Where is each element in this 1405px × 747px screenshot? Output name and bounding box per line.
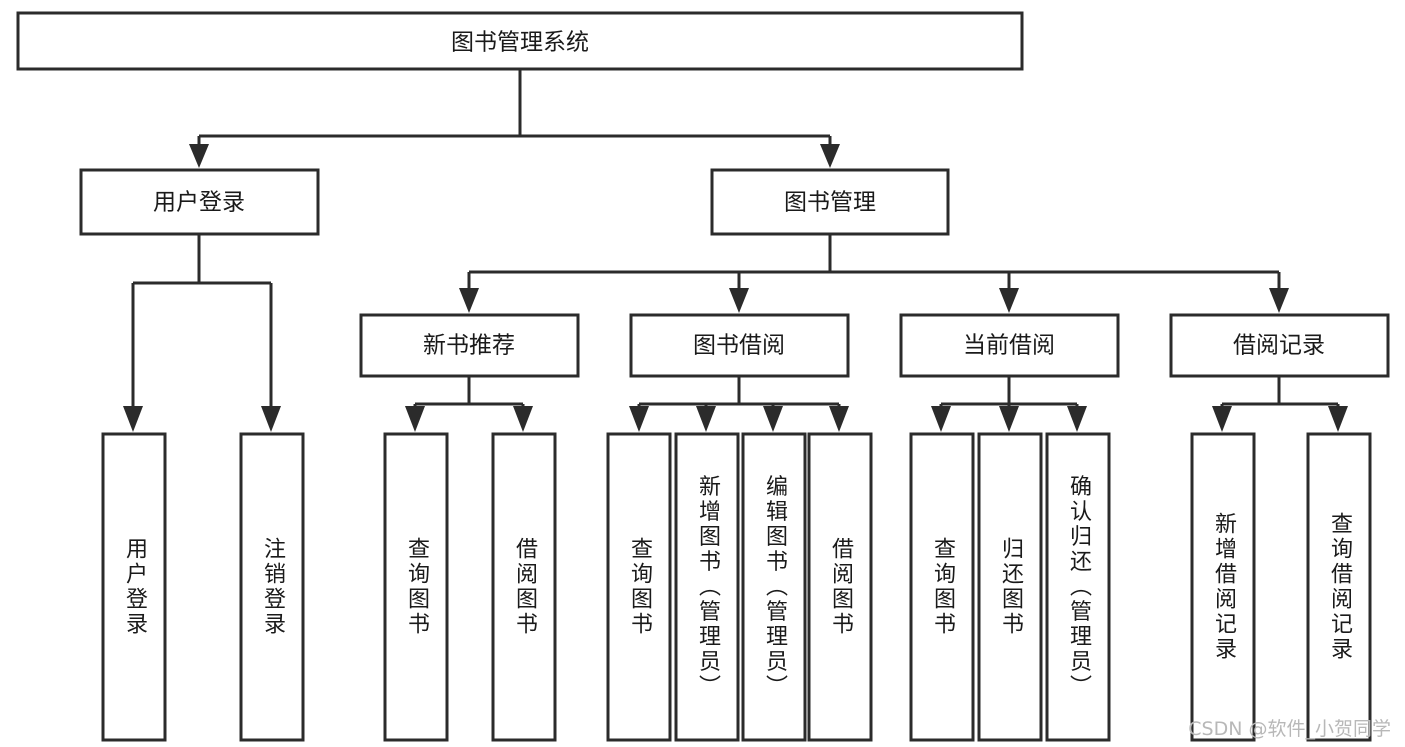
connector-group-user-login bbox=[123, 234, 281, 432]
node-leaf-borrow-book-1[interactable]: 借阅图书 bbox=[491, 432, 557, 742]
node-new-book-recommend-label: 新书推荐 bbox=[423, 333, 515, 359]
node-leaf-borrow-book-2[interactable]: 借阅图书 bbox=[807, 432, 873, 742]
arrowhead-current-borrow bbox=[999, 288, 1019, 313]
node-book-manage[interactable]: 图书管理 bbox=[710, 168, 950, 236]
arrowhead-leaf-query-book-3 bbox=[931, 406, 951, 432]
node-leaf-add-record-label: 新增借阅记录 bbox=[1211, 512, 1237, 662]
arrowhead-leaf-confirm-return bbox=[1067, 406, 1087, 432]
arrowhead-leaf-query-record bbox=[1328, 406, 1348, 432]
node-book-manage-box[interactable] bbox=[710, 168, 950, 236]
node-book-manage-label: 图书管理 bbox=[784, 190, 876, 216]
node-leaf-user-login[interactable]: 用户登录 bbox=[101, 432, 167, 742]
connector-group-root bbox=[189, 69, 840, 168]
node-leaf-borrow-book-1-label: 借阅图书 bbox=[512, 537, 538, 637]
node-leaf-borrow-book-2-box[interactable] bbox=[807, 432, 873, 742]
arrowhead-leaf-add-record bbox=[1212, 406, 1232, 432]
arrowhead-new-book-recommend bbox=[459, 288, 479, 313]
node-leaf-edit-book[interactable]: 编辑图书（管理员） bbox=[741, 432, 807, 742]
arrowhead-leaf-logout bbox=[261, 406, 281, 432]
node-book-borrow-label: 图书借阅 bbox=[693, 333, 785, 359]
node-borrow-record-label: 借阅记录 bbox=[1233, 333, 1325, 359]
node-leaf-logout-box[interactable] bbox=[239, 432, 305, 742]
node-leaf-user-login-label: 用户登录 bbox=[122, 537, 148, 637]
node-leaf-query-book-3-box[interactable] bbox=[909, 432, 975, 742]
node-leaf-confirm-return[interactable]: 确认归还（管理员） bbox=[1045, 432, 1111, 742]
node-leaf-query-book-3-label: 查询图书 bbox=[930, 537, 956, 637]
node-leaf-add-record-box[interactable] bbox=[1190, 432, 1256, 742]
node-borrow-record-box[interactable] bbox=[1169, 313, 1390, 378]
connector-group-borrow-record bbox=[1212, 376, 1348, 432]
node-leaf-query-record-box[interactable] bbox=[1306, 432, 1372, 742]
node-user-login-label: 用户登录 bbox=[153, 190, 245, 216]
node-leaf-add-book-box[interactable] bbox=[674, 432, 740, 742]
arrowhead-book-manage bbox=[820, 144, 840, 168]
node-book-borrow-box[interactable] bbox=[629, 313, 850, 378]
node-leaf-return-book-label: 归还图书 bbox=[998, 537, 1024, 637]
node-leaf-logout[interactable]: 注销登录 bbox=[239, 432, 305, 742]
arrowhead-book-borrow bbox=[729, 288, 749, 313]
node-borrow-record[interactable]: 借阅记录 bbox=[1169, 313, 1390, 378]
node-leaf-borrow-book-1-box[interactable] bbox=[491, 432, 557, 742]
node-leaf-edit-book-box[interactable] bbox=[741, 432, 807, 742]
arrowhead-leaf-return-book bbox=[999, 406, 1019, 432]
node-leaf-return-book[interactable]: 归还图书 bbox=[977, 432, 1043, 742]
node-leaf-query-book-2[interactable]: 查询图书 bbox=[606, 432, 672, 742]
node-leaf-query-book-1-box[interactable] bbox=[383, 432, 449, 742]
node-book-borrow[interactable]: 图书借阅 bbox=[629, 313, 850, 378]
node-user-login[interactable]: 用户登录 bbox=[79, 168, 320, 236]
node-leaf-query-book-2-box[interactable] bbox=[606, 432, 672, 742]
node-leaf-edit-book-label: 编辑图书（管理员） bbox=[762, 475, 788, 700]
arrowhead-leaf-add-book bbox=[696, 406, 716, 432]
arrowhead-leaf-borrow-book-1 bbox=[513, 406, 533, 432]
arrowhead-leaf-edit-book bbox=[763, 406, 783, 432]
arrowhead-borrow-record bbox=[1269, 288, 1289, 313]
connector-group-new-book-recommend bbox=[405, 376, 533, 432]
node-root-box[interactable] bbox=[16, 11, 1024, 71]
arrowhead-leaf-user-login bbox=[123, 406, 143, 432]
node-leaf-query-record[interactable]: 查询借阅记录 bbox=[1306, 432, 1372, 742]
connector-group-book-borrow bbox=[629, 376, 849, 432]
connector-group-current-borrow bbox=[931, 376, 1087, 432]
connector-group-book-manage bbox=[459, 234, 1289, 313]
node-leaf-add-book[interactable]: 新增图书（管理员） bbox=[674, 432, 740, 742]
arrowhead-leaf-query-book-2 bbox=[629, 406, 649, 432]
node-leaf-query-book-2-label: 查询图书 bbox=[627, 537, 653, 637]
node-leaf-logout-label: 注销登录 bbox=[260, 537, 286, 637]
node-leaf-add-record[interactable]: 新增借阅记录 bbox=[1190, 432, 1256, 742]
node-leaf-return-book-box[interactable] bbox=[977, 432, 1043, 742]
node-leaf-confirm-return-label: 确认归还（管理员） bbox=[1066, 475, 1092, 700]
node-leaf-add-book-label: 新增图书（管理员） bbox=[695, 475, 721, 700]
arrowhead-user-login bbox=[189, 144, 209, 168]
node-leaf-query-book-3[interactable]: 查询图书 bbox=[909, 432, 975, 742]
arrowhead-leaf-query-book-1 bbox=[405, 406, 425, 432]
node-root-label: 图书管理系统 bbox=[451, 30, 589, 56]
node-leaf-borrow-book-2-label: 借阅图书 bbox=[828, 537, 854, 637]
node-current-borrow-box[interactable] bbox=[899, 313, 1120, 378]
node-leaf-query-book-1[interactable]: 查询图书 bbox=[383, 432, 449, 742]
node-current-borrow-label: 当前借阅 bbox=[963, 333, 1055, 359]
node-leaf-user-login-box[interactable] bbox=[101, 432, 167, 742]
node-root[interactable]: 图书管理系统 bbox=[16, 11, 1024, 71]
node-current-borrow[interactable]: 当前借阅 bbox=[899, 313, 1120, 378]
node-new-book-recommend[interactable]: 新书推荐 bbox=[359, 313, 580, 378]
node-leaf-query-record-label: 查询借阅记录 bbox=[1327, 512, 1353, 662]
node-new-book-recommend-box[interactable] bbox=[359, 313, 580, 378]
arrowhead-leaf-borrow-book-2 bbox=[829, 406, 849, 432]
node-leaf-confirm-return-box[interactable] bbox=[1045, 432, 1111, 742]
node-user-login-box[interactable] bbox=[79, 168, 320, 236]
node-leaf-query-book-1-label: 查询图书 bbox=[404, 537, 430, 637]
